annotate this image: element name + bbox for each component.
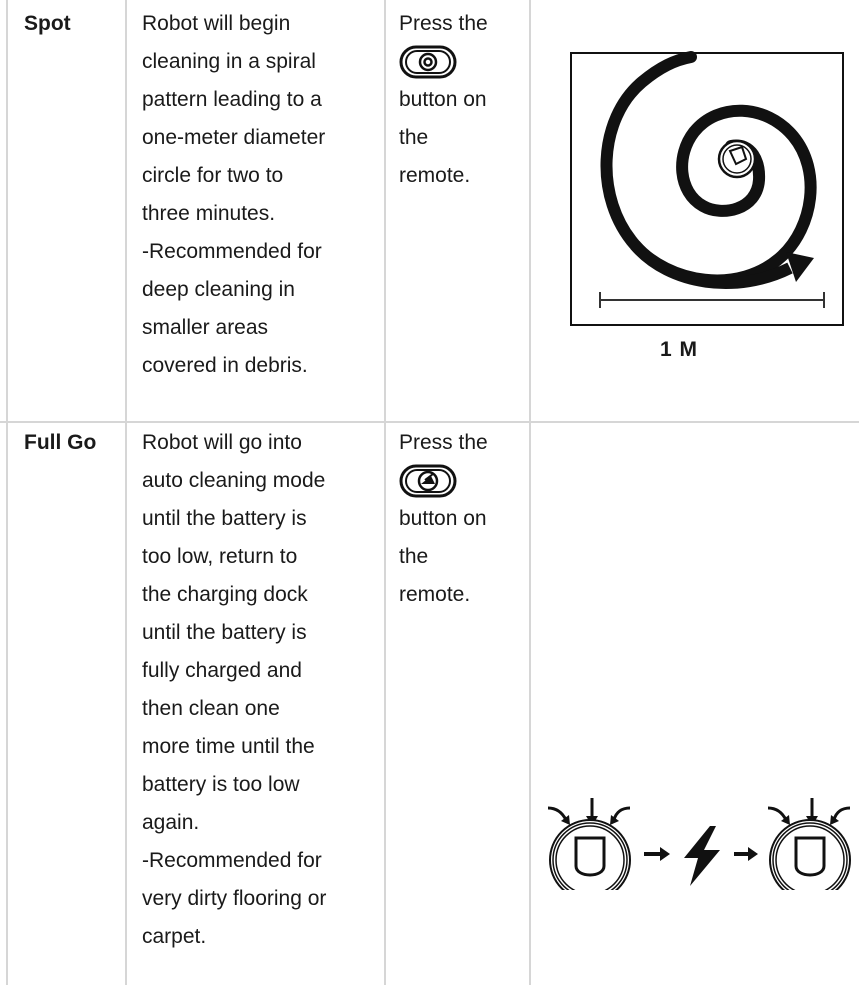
description-line: pattern leading to a	[142, 88, 322, 111]
description-line: one-meter diameter	[142, 126, 326, 149]
press-text: button on	[399, 507, 487, 530]
table-border-left	[6, 0, 8, 985]
description-line: three minutes.	[142, 202, 276, 225]
description-line: again.	[142, 811, 200, 834]
description-line: circle for two to	[142, 164, 284, 187]
description-line: Robot will go into	[142, 431, 302, 454]
robot-icon	[767, 798, 851, 890]
description-line: until the battery is	[142, 507, 307, 530]
description-line: very dirty flooring or	[142, 887, 327, 910]
spot-button-icon	[399, 45, 457, 79]
press-text: Press the	[399, 12, 488, 35]
robot-icon	[547, 798, 631, 890]
press-text: remote.	[399, 164, 471, 187]
mode-description-spot: Robot will begin cleaning in a spiral pa…	[142, 5, 380, 385]
description-line: more time until the	[142, 735, 315, 758]
press-text: Press the	[399, 431, 488, 454]
description-line: auto cleaning mode	[142, 469, 326, 492]
mode-description-full-go: Robot will go into auto cleaning mode un…	[142, 424, 380, 956]
description-line: Robot will begin	[142, 12, 291, 35]
description-line: smaller areas	[142, 316, 269, 339]
description-line: until the battery is	[142, 621, 307, 644]
lightning-icon	[684, 826, 720, 886]
press-instruction-full-go: Press the button on the remote.	[399, 424, 527, 614]
press-text: remote.	[399, 583, 471, 606]
description-line: fully charged and	[142, 659, 302, 682]
description-line: deep cleaning in	[142, 278, 295, 301]
description-line: too low, return to	[142, 545, 298, 568]
row-divider	[0, 421, 859, 423]
press-text: the	[399, 545, 429, 568]
description-line: battery is too low	[142, 773, 300, 796]
spiral-path-icon	[570, 51, 844, 326]
mode-name-spot: Spot	[24, 12, 71, 35]
clean-charge-clean-icon	[547, 798, 851, 890]
press-text: button on	[399, 88, 487, 111]
description-line: covered in debris.	[142, 354, 308, 377]
column-divider	[529, 0, 531, 985]
column-divider	[125, 0, 127, 985]
scale-label: 1 M	[660, 338, 699, 361]
press-instruction-spot: Press the button on the remote.	[399, 5, 527, 195]
description-line: the charging dock	[142, 583, 308, 606]
mode-name-full-go: Full Go	[24, 431, 97, 454]
description-line: -Recommended for	[142, 240, 322, 263]
full-go-button-icon	[399, 464, 457, 498]
press-text: the	[399, 126, 429, 149]
description-line: cleaning in a spiral	[142, 50, 316, 73]
description-line: -Recommended for	[142, 849, 322, 872]
description-line: carpet.	[142, 925, 207, 948]
column-divider	[384, 0, 386, 985]
description-line: then clean one	[142, 697, 280, 720]
